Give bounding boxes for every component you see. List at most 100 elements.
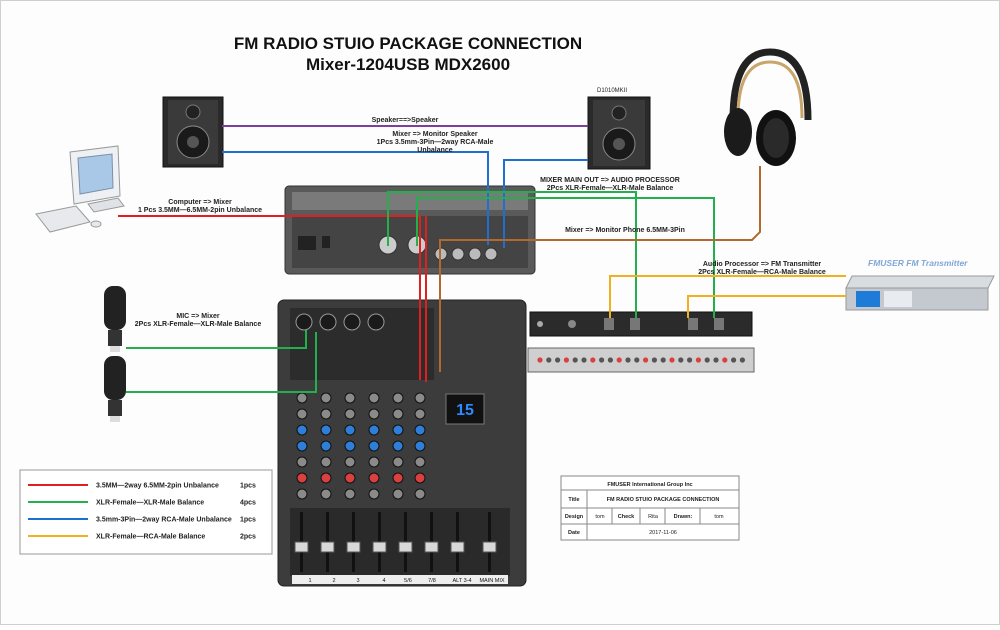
green-cable-main-out-r [416,197,715,318]
speaker-model-label: D1010MKII [597,88,627,94]
mixer-knob [344,408,356,420]
legend: 3.5MM—2way 6.5MM-2pin Unbalance 1pcsXLR-F… [19,469,273,555]
mixer-knob [392,472,404,484]
processor-knob [731,357,737,363]
mixer-knob [344,488,356,500]
processor-knobs [537,357,746,363]
mixer-xlr-jack [319,313,337,331]
mixer-knob [414,456,426,468]
yellow-cable-processor-to-tx-2 [687,295,846,318]
mixer-fader-cap [450,541,465,553]
processor-knob [695,357,702,363]
mixer-channel-label: 5/6 [404,578,412,584]
processor-knob [625,357,631,363]
mixer-knob [320,440,332,452]
green-cable-main-out-l [387,191,637,318]
mixer-knob [392,456,404,468]
mixer-knob [320,488,332,500]
mixer-xlr-jack [367,313,385,331]
brown-cable-monitor-phone [439,166,761,372]
processor-knob [546,357,552,363]
processor-knob [537,357,543,363]
legend-rows: 3.5MM—2way 6.5MM-2pin Unbalance 1pcsXLR-F… [28,483,256,541]
mixer-knob [344,392,356,404]
label-monitor-phone: Mixer => Monitor Phone 6.5MM-3Pin [565,227,685,234]
mixer-knob [392,440,404,452]
mixer-channel-label: 1 [308,578,311,584]
processor-knob [713,357,719,363]
processor-knob [722,357,728,363]
title-block-check-label: Check [618,514,635,520]
processor-knob [687,357,693,363]
processor-knob [660,357,666,363]
title-block [560,475,740,541]
label-mic-2: 2Pcs XLR-Female—XLR-Male Balance [135,321,262,328]
processor-knob [704,357,710,363]
mixer-knob [414,472,426,484]
mixer-xlr-jack [295,313,313,331]
mixer-knob [296,488,308,500]
headphones [724,48,812,166]
mixer-knob [344,472,356,484]
processor-knob [607,357,614,363]
mixer-fader-cap [482,541,497,553]
mixer-knob [392,424,404,436]
processor-knob [678,357,684,363]
title-block-date-label: Date [568,530,580,536]
mixer-knob [320,408,332,420]
mixer-fader-cap [372,541,387,553]
mixer-xlr-jack [343,313,361,331]
processor-knob [581,357,587,363]
processor-knob [669,357,675,363]
blue-cable-monitor-speaker-right [503,159,588,248]
mixer-channel-label: 3 [356,578,359,584]
mixer-knob [414,488,426,500]
mixer-channel-label: MAIN MIX [479,578,504,584]
mixer-knob [414,408,426,420]
title-block-date-value: 2017-11-06 [649,530,677,536]
title-block-drawn-value: tom [714,514,724,520]
legend-qty: 1pcs [240,483,256,490]
title-block-title-value: FM RADIO STUIO PACKAGE CONNECTION [607,497,720,503]
mixer-knobs [295,313,426,500]
computer [35,145,125,233]
legend-label: XLR-Female—RCA-Male Balance [96,534,205,541]
label-mic-1: MIC => Mixer [176,313,219,320]
processor-knob [651,357,658,363]
label-processor-1: Audio Processor => FM Transmitter [703,261,822,268]
microphone-2 [104,356,126,422]
mixer-fader-cap [294,541,309,553]
mixer-rear-panel [284,185,536,275]
audio-processor [527,311,755,373]
processor-knob [563,357,570,363]
legend-box [19,469,273,555]
mixer-display: 15 [456,402,474,419]
mixer-fader-cap [320,541,335,553]
mixer-knob [296,456,308,468]
title-block-title-label: Title [568,497,579,503]
processor-knob [643,357,649,363]
mixer-knob [368,472,380,484]
label-processor-2: 2Pcs XLR-Female—RCA-Male Balance [698,269,826,276]
mixer-knob [392,408,404,420]
legend-label: 3.5MM—2way 6.5MM-2pin Unbalance [96,483,219,490]
fm-transmitter: FMUSER FM Transmitter [845,258,995,311]
legend-qty: 4pcs [240,500,256,507]
red-cable-computer-to-mixer [118,215,421,380]
title-block-company: FMUSER International Group Inc [607,482,692,488]
mixer-knob [296,392,308,404]
processor-knob [599,357,605,363]
mixer-knob [414,440,426,452]
mixer-channel-label: 4 [382,578,385,584]
mixer-knob [344,440,356,452]
mixer-knob [344,456,356,468]
label-main-out-2: 2Pcs XLR-Female—XLR-Male Balance [547,185,674,192]
mixer-knob [296,424,308,436]
mixer-fader-cap [424,541,439,553]
mixer-knob [368,408,380,420]
right-speaker: D1010MKII [587,88,651,170]
